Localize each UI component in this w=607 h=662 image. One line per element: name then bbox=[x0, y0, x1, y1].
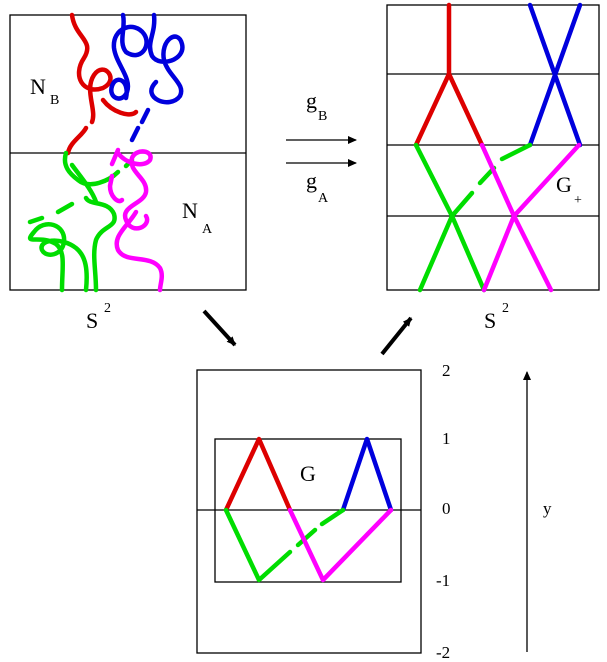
gplus-magenta bbox=[479, 142, 582, 293]
gplus-subscript: + bbox=[574, 193, 582, 208]
s2-right-label: S bbox=[484, 308, 496, 333]
green-upper bbox=[69, 162, 99, 205]
na-subscript: A bbox=[202, 222, 213, 237]
y-tick-label: 1 bbox=[442, 429, 451, 448]
magenta-strand-2 bbox=[107, 147, 125, 204]
gplus-red bbox=[413, 2, 485, 148]
gplus-frame bbox=[386, 4, 600, 291]
green-strand-2 bbox=[27, 195, 117, 293]
blue-strand bbox=[109, 12, 149, 101]
y-tick-label: -2 bbox=[436, 643, 450, 662]
red-strand bbox=[65, 12, 113, 156]
gplus-green bbox=[413, 142, 533, 293]
ga-label: g bbox=[306, 168, 317, 193]
s2-right-superscript: 2 bbox=[502, 301, 509, 316]
gplus-label: G bbox=[556, 172, 572, 197]
graph-green bbox=[223, 507, 346, 583]
graph-blue bbox=[340, 436, 394, 513]
gplus-blue bbox=[527, 2, 583, 148]
graph-red bbox=[223, 436, 293, 513]
up-right-arrow bbox=[380, 316, 413, 356]
nb-subscript: B bbox=[50, 93, 59, 108]
y-axis: 2 1 0 -1 -2 y bbox=[436, 361, 552, 662]
graph-g-label: G bbox=[300, 461, 316, 486]
tangle-panel: N B N A S 2 bbox=[9, 12, 247, 333]
gb-subscript: B bbox=[318, 109, 327, 124]
s2-left-superscript: 2 bbox=[104, 301, 111, 316]
blue-strand-2 bbox=[129, 12, 185, 143]
y-axis-label: y bbox=[543, 499, 552, 518]
down-right-arrow bbox=[202, 309, 237, 347]
ga-subscript: A bbox=[318, 191, 329, 206]
y-tick-label: 0 bbox=[442, 499, 451, 518]
graph-magenta bbox=[287, 507, 394, 583]
map-arrows: g B g A bbox=[286, 88, 357, 206]
y-tick-label: -1 bbox=[436, 571, 450, 590]
na-label: N bbox=[182, 198, 198, 223]
gb-label: g bbox=[306, 88, 317, 113]
y-tick-label: 2 bbox=[442, 361, 451, 380]
graph-outer-frame bbox=[196, 369, 422, 654]
graph-panel: G bbox=[196, 369, 422, 654]
nb-label: N bbox=[30, 74, 46, 99]
s2-left-label: S bbox=[86, 308, 98, 333]
green-curl bbox=[27, 222, 89, 293]
red-strand-over bbox=[100, 97, 139, 117]
gplus-panel: G + S 2 bbox=[386, 2, 600, 333]
magenta-strand bbox=[114, 149, 165, 293]
